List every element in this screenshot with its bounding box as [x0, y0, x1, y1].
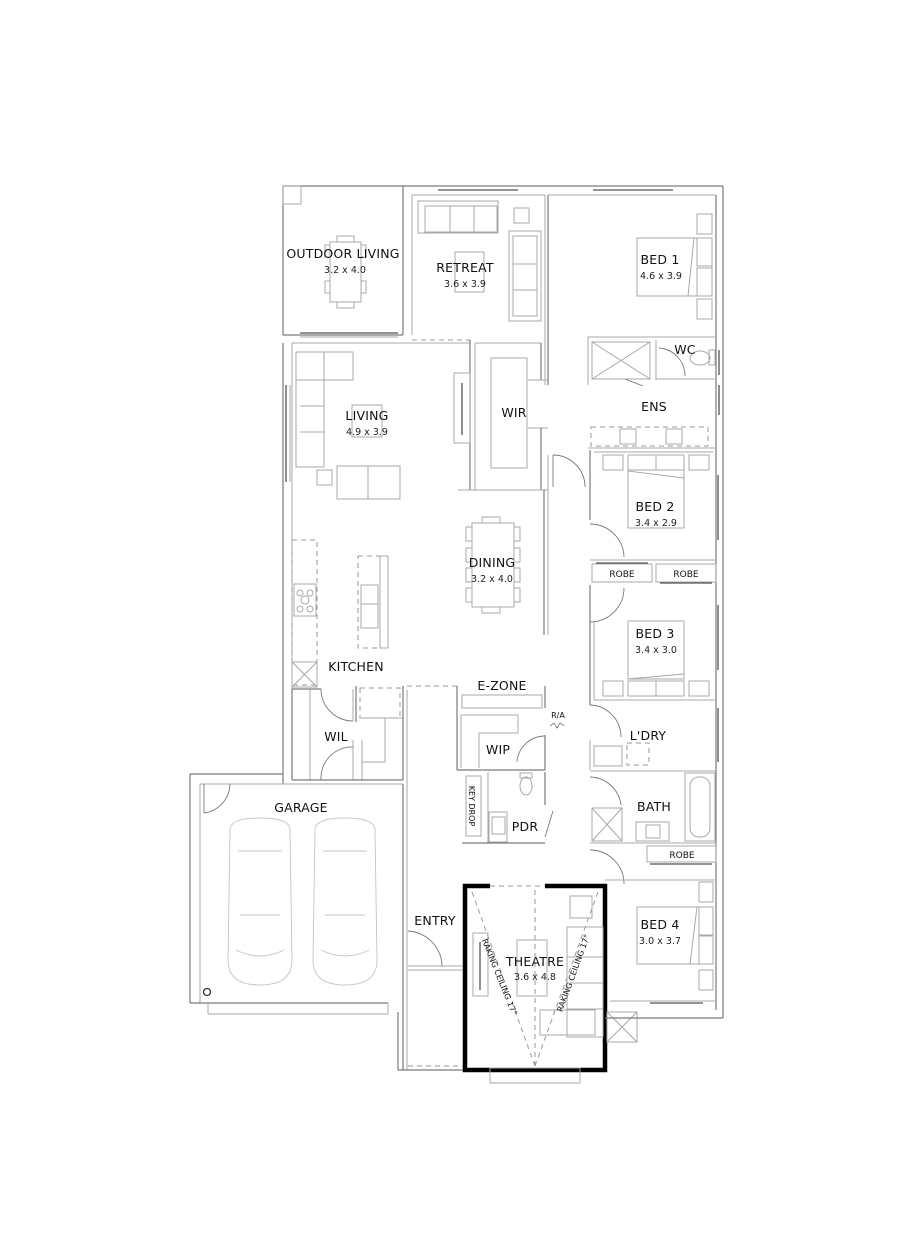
- room-label-robe-b: ROBE: [673, 570, 699, 580]
- room-label-bed-4: BED 4: [640, 917, 679, 932]
- dining-room: DINING 3.2 x 4.0: [465, 516, 521, 614]
- label-ra: R/A: [551, 711, 565, 720]
- bathroom: BATH ROBE: [589, 772, 717, 865]
- room-label-wip: WIL: [324, 729, 348, 744]
- room-size-bed-3: 3.4 x 3.0: [635, 645, 677, 656]
- hot-water-icon: [202, 987, 212, 997]
- room-label-garage: GARAGE: [274, 800, 328, 815]
- room-label-dining: DINING: [469, 555, 516, 570]
- room-label-bed-3: BED 3: [635, 626, 674, 641]
- robes: ROBE ROBE: [590, 559, 717, 584]
- ensuite-room: WC ENS: [587, 336, 720, 449]
- room-label-robe-c: ROBE: [669, 851, 695, 861]
- room-size-bed-4: 3.0 x 3.7: [639, 936, 681, 947]
- wir-room: WIR: [490, 357, 586, 488]
- room-label-wc: WC: [674, 342, 696, 357]
- room-size-outdoor-living: 3.2 x 4.0: [324, 265, 366, 276]
- entry-room: ENTRY: [397, 690, 466, 1071]
- exterior-walls: [282, 185, 724, 1018]
- room-label-bed-2: BED 2: [635, 499, 674, 514]
- room-label-theatre: THEATRE: [505, 954, 564, 969]
- room-label-kitchen: KITCHEN: [328, 659, 384, 674]
- room-size-living: 4.9 x 3.9: [346, 427, 388, 438]
- outdoor-living-room: OUTDOOR LIVING 3.2 x 4.0: [286, 235, 399, 309]
- laundry-room: L'DRY: [589, 704, 719, 772]
- kitchen-room: KITCHEN: [291, 539, 389, 688]
- room-label-wir: WIR: [501, 405, 526, 420]
- room-label-bath: BATH: [637, 799, 671, 814]
- raking-ceiling-left-note: RAKING CEILING 17°: [480, 937, 519, 1016]
- room-size-bed-1: 4.6 x 3.9: [640, 271, 682, 282]
- retreat-room: RETREAT 3.6 x 3.9: [417, 200, 542, 322]
- label-key-drop: KEY DROP: [467, 786, 476, 827]
- room-label-living: LIVING: [345, 408, 388, 423]
- wip-room: WIL: [291, 686, 404, 781]
- room-label-ens: ENS: [641, 399, 667, 414]
- car-icon: [227, 817, 293, 986]
- room-size-bed-2: 3.4 x 2.9: [635, 518, 677, 529]
- room-label-pdr: PDR: [512, 819, 539, 834]
- room-label-wil: WIP: [486, 742, 510, 757]
- e-zone-area: E-ZONE R/A WIP KEY DROP PDR: [407, 678, 565, 844]
- room-label-bed-1: BED 1: [640, 252, 679, 267]
- theatre-room: THEATRE 3.6 x 4.8 RAKING CEILING 17° RAK…: [462, 883, 608, 1084]
- room-label-outdoor-living: OUTDOOR LIVING: [286, 246, 399, 261]
- raking-ceiling-right-note: RAKING CEILING 17°: [555, 933, 591, 1013]
- room-size-theatre: 3.6 x 4.8: [514, 972, 556, 983]
- living-room: LIVING 4.9 x 3.9: [295, 351, 471, 500]
- car-icon: [312, 817, 378, 986]
- room-label-retreat: RETREAT: [436, 260, 494, 275]
- room-size-retreat: 3.6 x 3.9: [444, 279, 486, 290]
- room-label-ldry: L'DRY: [630, 728, 667, 743]
- room-label-ezone: E-ZONE: [477, 678, 526, 693]
- bed-2-room: BED 2 3.4 x 2.9: [589, 450, 719, 558]
- garage-room: GARAGE: [189, 690, 404, 1070]
- room-size-dining: 3.2 x 4.0: [471, 574, 513, 585]
- bed-4-room: BED 4 3.0 x 3.7: [589, 849, 723, 1043]
- bed-1-room: BED 1 4.6 x 3.9: [636, 213, 713, 320]
- room-label-robe-a: ROBE: [609, 570, 635, 580]
- room-label-entry: ENTRY: [414, 913, 456, 928]
- bed-3-room: BED 3 3.4 x 3.0: [589, 585, 719, 705]
